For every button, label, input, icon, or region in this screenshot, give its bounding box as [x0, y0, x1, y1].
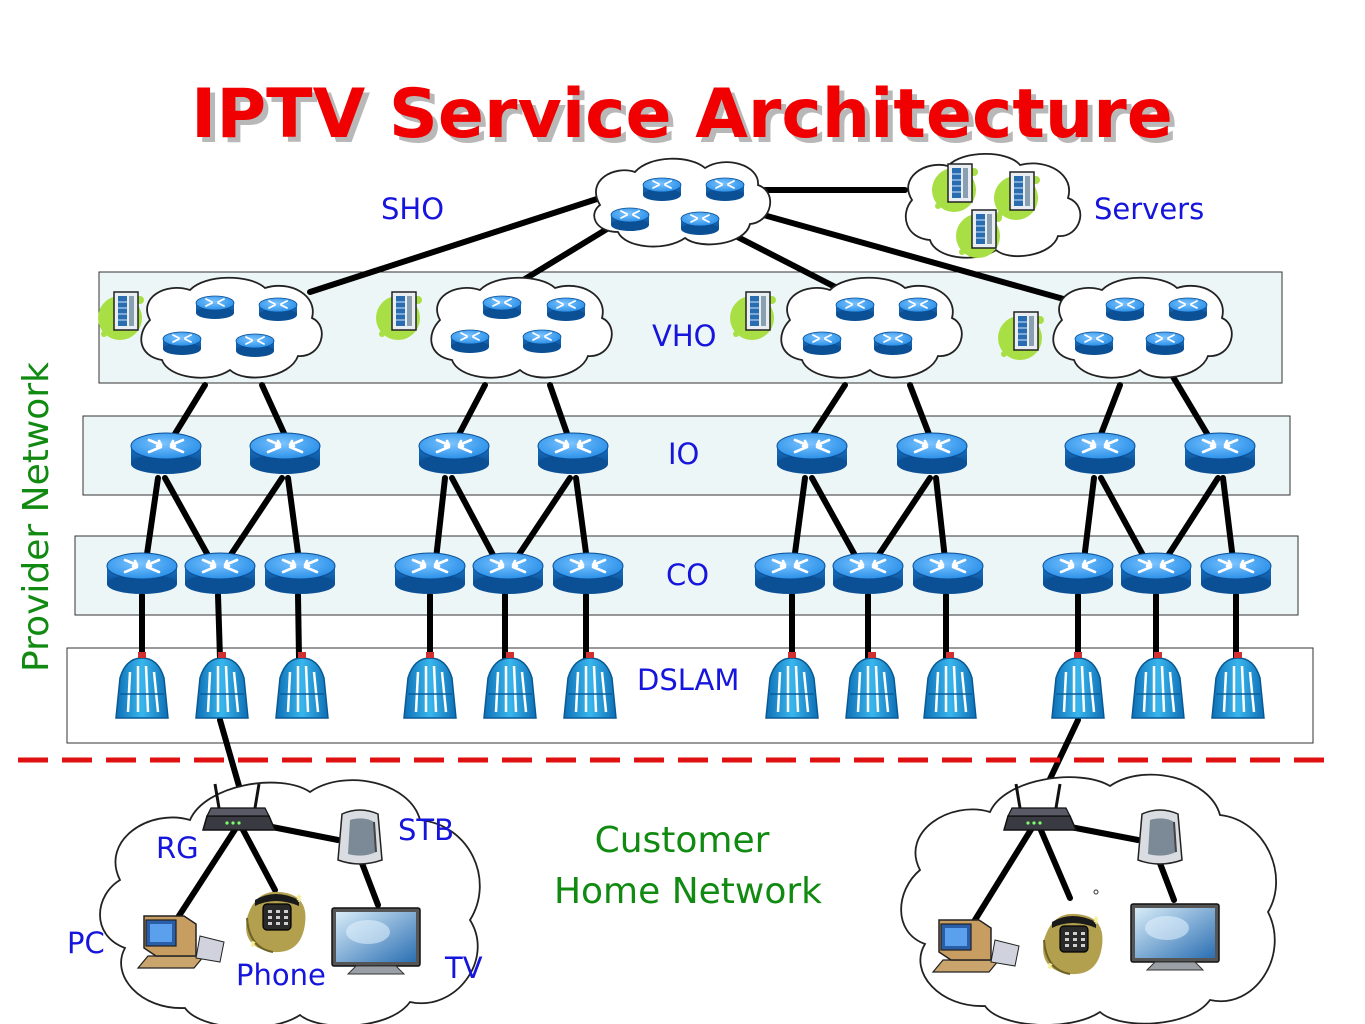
pc-label: PC: [67, 926, 105, 960]
vho-site-1: [97, 276, 323, 379]
router-icon: [835, 297, 875, 322]
router-icon: [393, 551, 467, 596]
stb-label: STB: [398, 813, 454, 847]
router-icon: [873, 331, 913, 356]
home-network-right: [900, 773, 1277, 1024]
phone-label: Phone: [236, 958, 326, 992]
page-title-front: IPTV Service Architecture: [191, 75, 1173, 154]
router-icon: [183, 551, 257, 596]
router-icon: [522, 329, 562, 354]
co-label: CO: [666, 558, 709, 592]
rg-label: RG: [156, 831, 199, 865]
router-icon: [482, 295, 522, 320]
vho-site-4: [997, 276, 1233, 379]
router-icon: [680, 211, 720, 236]
io-label: IO: [668, 437, 699, 471]
servers-label: Servers: [1094, 192, 1204, 226]
router-icon: [1063, 431, 1137, 476]
sho-label: SHO: [381, 192, 444, 226]
router-icon: [705, 177, 745, 202]
vho-site-2: [375, 276, 613, 379]
router-icon: [1183, 431, 1257, 476]
router-icon: [248, 431, 322, 476]
router-icon: [911, 551, 985, 596]
customer-label-line1: Customer: [595, 820, 770, 861]
router-icon: [642, 177, 682, 202]
router-icon: [105, 551, 179, 596]
router-icon: [1168, 297, 1208, 322]
customer-label-line2: Home Network: [554, 871, 822, 912]
router-icon: [753, 551, 827, 596]
stb-icon: [1137, 809, 1183, 865]
router-icon: [263, 551, 337, 596]
router-icon: [129, 431, 203, 476]
router-icon: [195, 295, 235, 320]
router-icon: [802, 331, 842, 356]
sho-cloud: [593, 157, 772, 248]
cloud-dot: [1093, 889, 1099, 895]
router-icon: [417, 431, 491, 476]
router-icon: [235, 333, 275, 358]
page-title: IPTV Service Architecture: [196, 80, 1178, 159]
router-icon: [1105, 297, 1145, 322]
vho-label: VHO: [652, 319, 716, 353]
tv-icon: [331, 907, 421, 975]
router-icon: [1145, 331, 1185, 356]
router-icon: [471, 551, 545, 596]
router-icon: [895, 431, 969, 476]
router-icon: [551, 551, 625, 596]
tv-label: TV: [444, 951, 483, 985]
router-icon: [1074, 331, 1114, 356]
links: [139, 187, 1239, 803]
router-icon: [1199, 551, 1273, 596]
router-icon: [898, 297, 938, 322]
stb-icon: [337, 809, 383, 865]
router-icon: [546, 297, 586, 322]
router-icon: [775, 431, 849, 476]
dslam-label: DSLAM: [637, 663, 739, 697]
servers-cloud: [904, 152, 1082, 259]
tv-icon: [1130, 903, 1220, 971]
router-icon: [162, 331, 202, 356]
router-icon: [610, 207, 650, 232]
vho-site-3: [729, 276, 963, 379]
dslam-tier: [66, 647, 1314, 744]
router-icon: [536, 431, 610, 476]
router-icon: [831, 551, 905, 596]
router-icon: [450, 329, 490, 354]
provider-network-label: Provider Network: [16, 362, 57, 672]
home-network-left: RG STB PC Phone TV: [67, 779, 483, 1024]
router-icon: [258, 297, 298, 322]
router-icon: [1041, 551, 1115, 596]
router-icon: [1119, 551, 1193, 596]
